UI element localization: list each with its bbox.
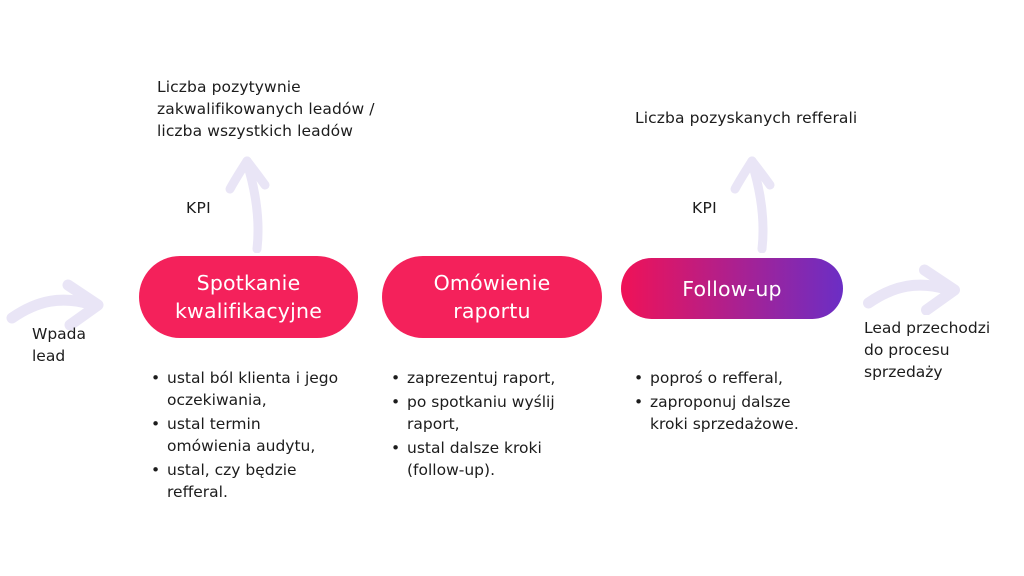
task-item: zaprezentuj raport, xyxy=(390,367,600,389)
task-item: ustal, czy będzie refferal. xyxy=(150,459,365,503)
kpi-metric-referrals: Liczba pozyskanych refferali xyxy=(635,109,858,127)
task-item: po spotkaniu wyślij raport, xyxy=(390,391,600,435)
task-list-spotkanie: ustal ból klienta i jego oczekiwania, us… xyxy=(150,367,365,505)
task-item: ustal ból klienta i jego oczekiwania, xyxy=(150,367,365,411)
task-item: zaproponuj dalsze kroki sprzedażowe. xyxy=(633,391,843,435)
kpi-caption-1: KPI xyxy=(186,199,211,217)
arrow-up-icon xyxy=(727,150,779,253)
kpi-caption-2: KPI xyxy=(692,199,717,217)
arrow-right-icon xyxy=(6,278,118,330)
task-item: poproś o refferal, xyxy=(633,367,843,389)
stage-pill-follow-up: Follow-up xyxy=(621,258,843,319)
stage-pill-spotkanie-kwalifikacyjne: Spotkanie kwalifikacyjne xyxy=(139,256,358,338)
task-item: ustal dalsze kroki (follow-up). xyxy=(390,437,600,481)
kpi-metric-qualified-leads: Liczba pozytywnie zakwalifikowanych lead… xyxy=(157,78,375,140)
entry-label: Wpada lead xyxy=(32,325,87,365)
task-list-omowienie: zaprezentuj raport, po spotkaniu wyślij … xyxy=(390,367,600,483)
stage-pill-omowienie-raportu: Omówienie raportu xyxy=(382,256,602,338)
exit-label: Lead przechodzi do procesu sprzedaży xyxy=(864,319,991,381)
arrow-right-icon xyxy=(862,263,975,315)
task-list-follow-up: poproś o refferal, zaproponuj dalsze kro… xyxy=(633,367,843,437)
arrow-up-icon xyxy=(222,150,274,253)
task-item: ustal termin omówienia audytu, xyxy=(150,413,365,457)
